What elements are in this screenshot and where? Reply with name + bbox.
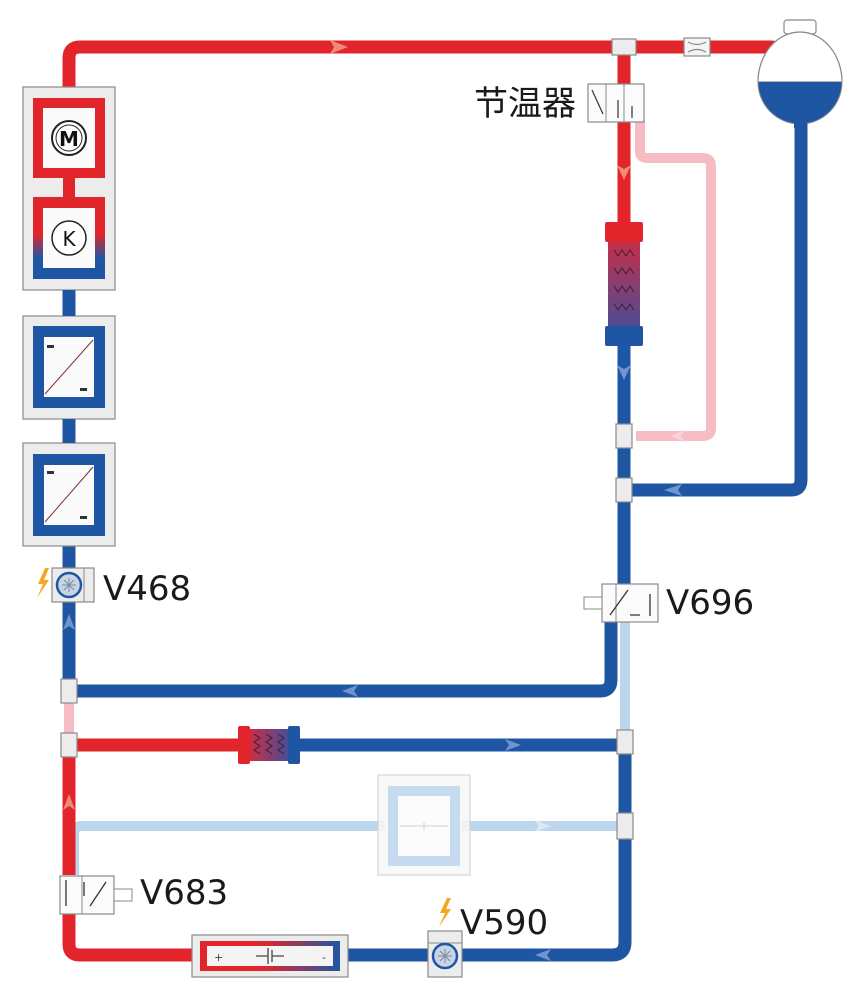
valve-icon [65, 880, 107, 907]
pipe-top-hot [62, 40, 770, 100]
dc-ac-converter-icon [44, 339, 94, 395]
pipe-bypass [635, 120, 716, 441]
pump-symbol: K [62, 227, 76, 251]
converter-1[interactable] [22, 315, 116, 420]
tee-junctions [60, 38, 637, 840]
pipe-right-main [445, 745, 632, 962]
arrow-icon [330, 40, 348, 54]
cooler[interactable] [377, 774, 471, 876]
arrow-icon [63, 614, 75, 630]
v468-pump[interactable] [37, 567, 95, 603]
tee-top [611, 38, 637, 56]
engine-pump-module: M K [22, 86, 116, 291]
pipe-tank-return [630, 120, 808, 497]
arrow-icon [63, 794, 75, 810]
arrow-icon [535, 820, 551, 832]
restrictor[interactable] [683, 37, 711, 57]
v590-pump[interactable] [427, 898, 463, 978]
battery-icon [256, 948, 284, 964]
restrictor-icon [687, 41, 707, 53]
v683-label: V683 [140, 873, 228, 913]
thermostat-label: 节温器 [474, 84, 576, 124]
pump-icon [51, 220, 87, 256]
battery-minus: - [322, 951, 326, 964]
valve-icon [609, 589, 651, 616]
tee-left-2 [60, 732, 78, 758]
tee-tank-return [615, 477, 633, 503]
tank-coolant [758, 82, 842, 124]
radiator[interactable] [605, 222, 643, 346]
arrow-icon [617, 165, 631, 180]
engine[interactable]: M [33, 98, 105, 178]
tee-right-1 [616, 729, 634, 755]
motor-icon [51, 120, 87, 156]
v683-valve[interactable] [59, 875, 133, 915]
heat-exchanger-icon [253, 733, 285, 755]
converter-2[interactable] [22, 442, 116, 547]
expansion-tank[interactable] [757, 19, 843, 128]
thermostat-valve[interactable] [587, 83, 645, 123]
v696-label: V696 [666, 583, 754, 623]
arrow-icon [342, 685, 358, 697]
radiator-icon [613, 249, 635, 311]
v590-label: V590 [460, 903, 548, 943]
arrow-icon [535, 949, 551, 961]
heat-exchanger[interactable] [238, 726, 300, 764]
pipe-v696-return [76, 622, 618, 698]
arrow-icon [617, 365, 631, 380]
arrow-icon [505, 739, 521, 751]
thermostat-icon [591, 89, 633, 118]
lightning-icon [37, 568, 49, 598]
arrow-icon [670, 430, 685, 442]
dc-ac-converter-icon [44, 466, 94, 523]
arrow-icon [664, 484, 682, 496]
pipe-cooler-pale [69, 821, 618, 875]
coolant-pump[interactable]: K [33, 197, 105, 279]
motor-symbol: M [59, 127, 79, 151]
battery-plus: + [214, 951, 223, 964]
v468-label: V468 [103, 569, 191, 609]
v696-valve[interactable] [583, 583, 659, 623]
tee-left-1 [60, 678, 78, 704]
lightning-icon [439, 898, 451, 927]
flow-arrows [63, 40, 685, 961]
tee-right-2 [616, 812, 634, 840]
pipe-bottom-hot [62, 900, 200, 962]
battery[interactable]: + - [191, 934, 349, 978]
tee-bypass [615, 423, 633, 449]
